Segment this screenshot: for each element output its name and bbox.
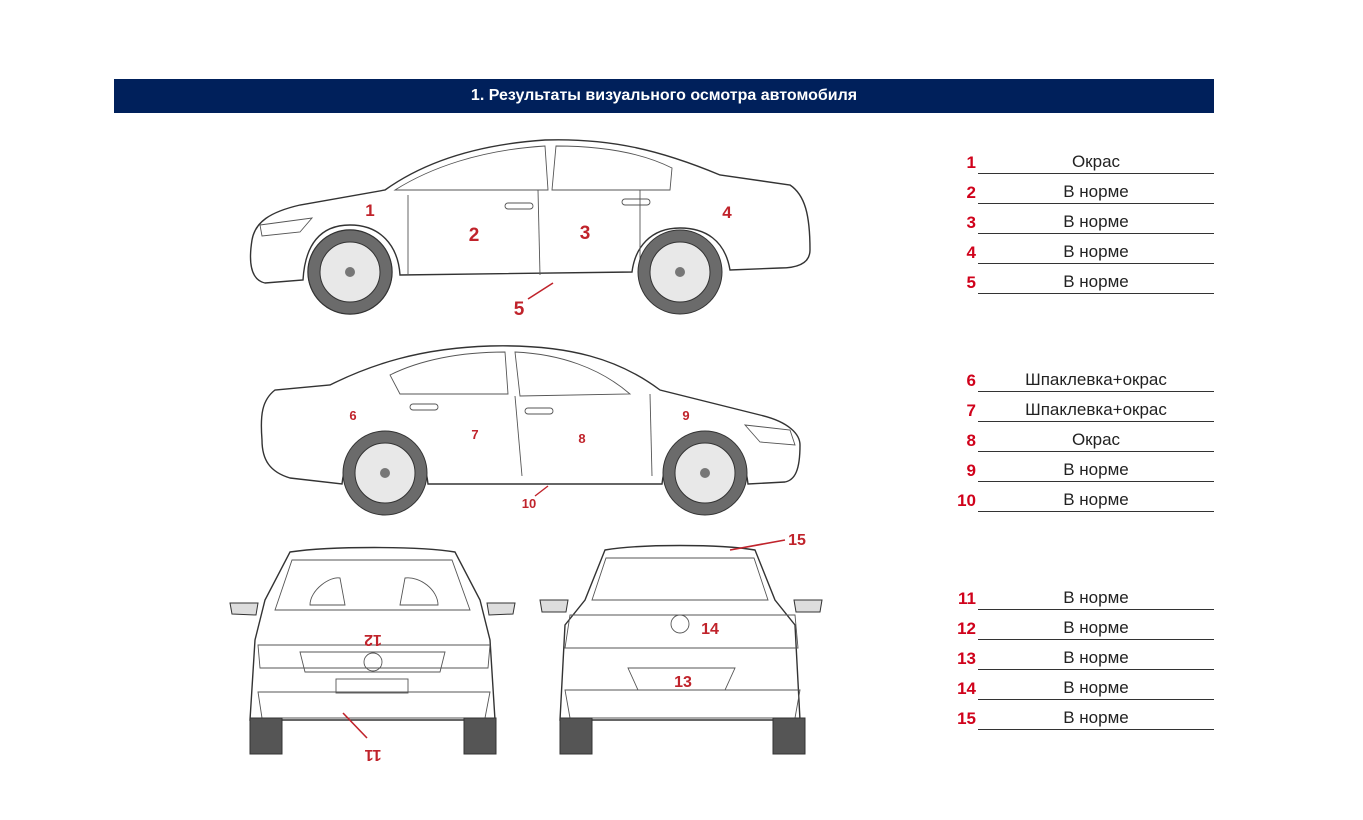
diagram-label-3: 3 [580, 223, 591, 244]
car-front-view: 12 11 [229, 546, 516, 763]
section-title: 1. Результаты визуального осмотра автомо… [470, 87, 858, 104]
diagram-label-7: 7 [471, 427, 478, 442]
car-side-view-right: 6 7 8 9 10 [260, 345, 801, 516]
diagram-label-14: 14 [701, 621, 719, 638]
diagram-label-13: 13 [674, 674, 692, 691]
diagram-label-12: 12 [364, 631, 382, 648]
diagram-label-6: 6 [349, 408, 356, 423]
diagram-label-10: 10 [522, 496, 536, 511]
car-side-view-left: 1 2 3 4 5 [249, 139, 811, 320]
diagram-label-1: 1 [365, 201, 374, 220]
diagram-label-15: 15 [788, 532, 806, 549]
diagram-label-5: 5 [514, 299, 525, 320]
section-header: 1. Результаты визуального осмотра автомо… [114, 79, 1214, 113]
diagram-label-4: 4 [722, 203, 732, 222]
car-rear-view: 15 14 13 [539, 532, 823, 755]
diagram-label-2: 2 [469, 225, 480, 246]
diagram-label-11: 11 [364, 746, 381, 763]
diagram-label-8: 8 [578, 431, 585, 446]
diagram-label-9: 9 [682, 408, 689, 423]
